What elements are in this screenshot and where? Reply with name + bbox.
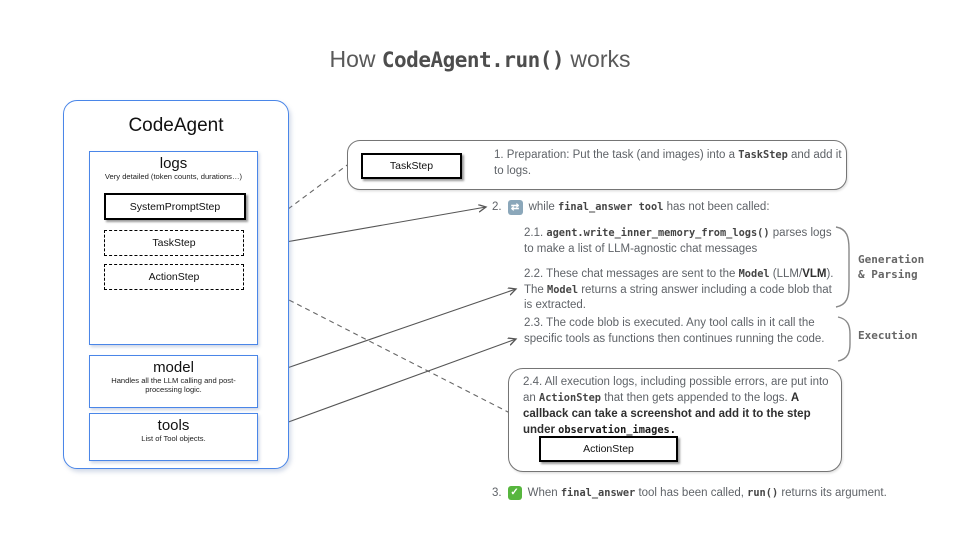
task-step-flow-chip: TaskStep <box>361 153 462 179</box>
step2-row: 2. ⇄ while final_answer tool has not bee… <box>492 200 912 216</box>
title-prefix: How <box>329 46 382 72</box>
tools-subtitle: List of Tool objects. <box>141 434 206 443</box>
execution-label: Execution <box>858 329 918 342</box>
step23-text: 2.3. The code blob is executed. Any tool… <box>524 317 825 345</box>
system-prompt-step-chip: SystemPromptStep <box>104 193 246 220</box>
task-step-chip: TaskStep <box>104 230 244 256</box>
logs-subtitle: Very detailed (token counts, durations…) <box>104 172 243 181</box>
action-step-chip: ActionStep <box>104 264 244 290</box>
step2-text: while final_answer tool has not been cal… <box>528 201 770 213</box>
codeagent-panel-title: CodeAgent <box>128 115 224 136</box>
step21-text: 2.1. agent.write_inner_memory_from_logs(… <box>524 227 832 255</box>
model-subtitle: Handles all the LLM calling and post-pro… <box>111 376 236 395</box>
step22-text: 2.2. These chat messages are sent to the… <box>524 267 834 312</box>
model-title: model <box>153 359 194 376</box>
step1-box: TaskStep 1. Preparation: Put the task (a… <box>347 140 847 190</box>
repeat-icon: ⇄ <box>507 200 523 215</box>
generation-parsing-label: Generation & Parsing <box>858 253 925 281</box>
step2-number: 2. <box>492 201 502 213</box>
page-title: How CodeAgent.run() works <box>0 46 960 73</box>
check-icon: ✓ <box>507 486 522 500</box>
generation-group: 2.1. agent.write_inner_memory_from_logs(… <box>524 226 836 323</box>
step24-text: 2.4. All execution logs, including possi… <box>523 376 829 436</box>
tools-box: tools List of Tool objects. <box>89 413 258 461</box>
step3-row: 3. ✓ When final_answer tool has been cal… <box>492 486 932 502</box>
logs-title: logs <box>159 155 188 172</box>
title-suffix: works <box>564 46 631 72</box>
step24-box: 2.4. All execution logs, including possi… <box>508 368 842 472</box>
step1-text: 1. Preparation: Put the task (and images… <box>494 149 842 177</box>
model-box: model Handles all the LLM calling and po… <box>89 355 258 408</box>
logs-box: logs Very detailed (token counts, durati… <box>89 151 258 345</box>
tools-title: tools <box>157 417 190 434</box>
step3-number: 3. <box>492 487 502 499</box>
codeagent-panel: CodeAgent logs Very detailed (token coun… <box>63 100 289 469</box>
title-code: CodeAgent.run() <box>381 48 565 72</box>
action-step-flow-chip: ActionStep <box>539 436 678 462</box>
step3-text: When final_answer tool has been called, … <box>527 487 887 499</box>
